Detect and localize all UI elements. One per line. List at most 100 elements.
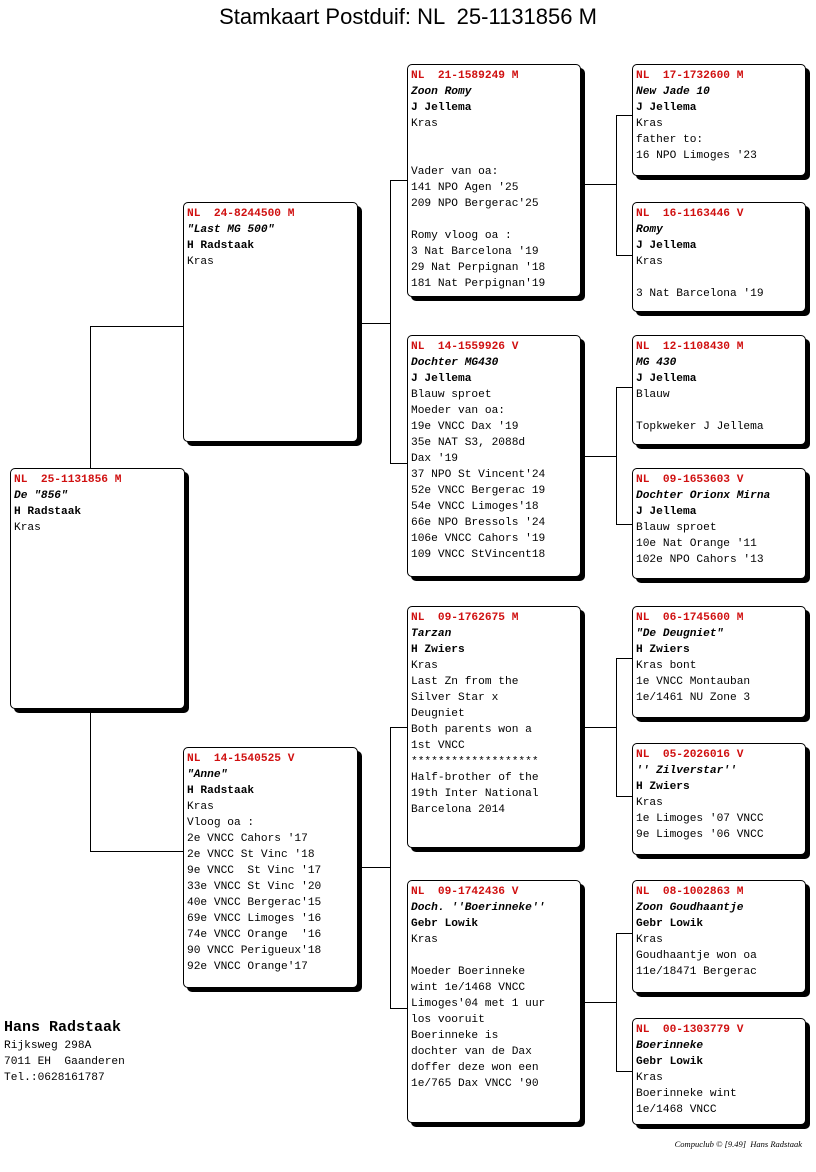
info-line: 102e NPO Cahors '13 (636, 554, 764, 566)
breeder-name: J Jellema (411, 373, 472, 385)
connector-line (616, 933, 617, 1071)
connector-line (390, 180, 391, 463)
connector-line (357, 867, 390, 868)
ring-number: NL 05-2026016 V (636, 749, 744, 761)
info-line: 74e VNCC Orange '16 (187, 929, 322, 941)
info-line (636, 403, 805, 419)
ring-number: NL 16-1163446 V (636, 208, 744, 220)
pigeon-name: Zoon Romy (411, 86, 472, 98)
info-line: Topkweker J Jellema (636, 421, 764, 433)
breeder-name: H Zwiers (636, 781, 690, 793)
info-line: 66e NPO Bressols '24 (411, 517, 546, 529)
info-line: wint 1e/1468 VNCC (411, 982, 526, 994)
connector-line (390, 727, 391, 1008)
info-line: Kras (14, 522, 41, 534)
ring-number: NL 08-1002863 M (636, 886, 744, 898)
connector-line (90, 851, 184, 852)
info-line: Romy vloog oa : (411, 230, 512, 242)
connector-line (390, 727, 408, 728)
connector-line (357, 323, 390, 324)
connector-line (616, 115, 634, 116)
info-line: 92e VNCC Orange'17 (187, 961, 308, 973)
breeder-name: H Zwiers (636, 644, 690, 656)
connector-line (616, 658, 634, 659)
info-line: Blauw sproet (411, 389, 492, 401)
connector-line (580, 1002, 616, 1003)
info-line (411, 148, 580, 164)
ring-number: NL 09-1742436 V (411, 886, 519, 898)
connector-line (616, 115, 617, 255)
info-line: Dax '19 (411, 453, 458, 465)
info-line: 1e/1468 VNCC (636, 1104, 717, 1116)
connector-line (580, 184, 616, 185)
pigeon-name: New Jade 10 (636, 86, 710, 98)
breeder-name: J Jellema (636, 373, 697, 385)
info-line: 11e/18471 Bergerac (636, 966, 757, 978)
connector-line (390, 180, 408, 181)
info-line: Kras (636, 1072, 663, 1084)
info-line: Blauw (636, 389, 670, 401)
pigeon-name: Zoon Goudhaantje (636, 902, 744, 914)
info-line: 52e VNCC Bergerac 19 (411, 485, 546, 497)
info-line: Blauw sproet (636, 522, 717, 534)
pigeon-name: "Anne" (187, 769, 228, 781)
info-line: 141 NPO Agen '25 (411, 182, 519, 194)
info-line: 19th Inter National (411, 788, 539, 800)
info-line: 90 VNCC Perigueux'18 (187, 945, 322, 957)
owner-name: Hans Radstaak (4, 1019, 122, 1036)
ring-number: NL 24-8244500 M (187, 208, 295, 220)
info-line: Moeder Boerinneke (411, 966, 526, 978)
breeder-name: Gebr Lowik (411, 918, 479, 930)
info-line: 209 NPO Bergerac'25 (411, 198, 539, 210)
connector-line (616, 933, 634, 934)
connector-line (616, 1071, 634, 1072)
info-line: Kras (636, 797, 663, 809)
breeder-name: J Jellema (636, 506, 697, 518)
info-line: 3 Nat Barcelona '19 (636, 288, 764, 300)
info-line: 3 Nat Barcelona '19 (411, 246, 539, 258)
connector-line (580, 456, 616, 457)
connector-line (390, 1008, 408, 1009)
pigeon-name: '' Zilverstar'' (636, 765, 737, 777)
owner-postal-city: 7011 EH Gaanderen (4, 1056, 125, 1068)
breeder-name: Gebr Lowik (636, 918, 704, 930)
info-line: 35e NAT S3, 2088d (411, 437, 526, 449)
info-line: 106e VNCC Cahors '19 (411, 533, 546, 545)
info-line (636, 270, 805, 286)
info-line: Kras (187, 801, 214, 813)
info-line: 10e Nat Orange '11 (636, 538, 757, 550)
info-line: 2e VNCC St Vinc '18 (187, 849, 315, 861)
breeder-name: H Radstaak (14, 506, 82, 518)
connector-line (616, 658, 617, 796)
breeder-name: H Radstaak (187, 785, 255, 797)
info-line: 1e/765 Dax VNCC '90 (411, 1078, 539, 1090)
connector-line (90, 326, 184, 327)
pigeon-name: "De Deugniet" (636, 628, 724, 640)
info-line: 2e VNCC Cahors '17 (187, 833, 308, 845)
connector-line (390, 463, 408, 464)
pigeon-name: Romy (636, 224, 663, 236)
info-line: Half-brother of the (411, 772, 539, 784)
ring-number: NL 12-1108430 M (636, 341, 744, 353)
info-line: 109 VNCC StVincent18 (411, 549, 546, 561)
ring-number: NL 25-1131856 M (14, 474, 122, 486)
info-line: Kras (187, 256, 214, 268)
breeder-name: H Zwiers (411, 644, 465, 656)
ring-number: NL 17-1732600 M (636, 70, 744, 82)
ring-number: NL 06-1745600 M (636, 612, 744, 624)
